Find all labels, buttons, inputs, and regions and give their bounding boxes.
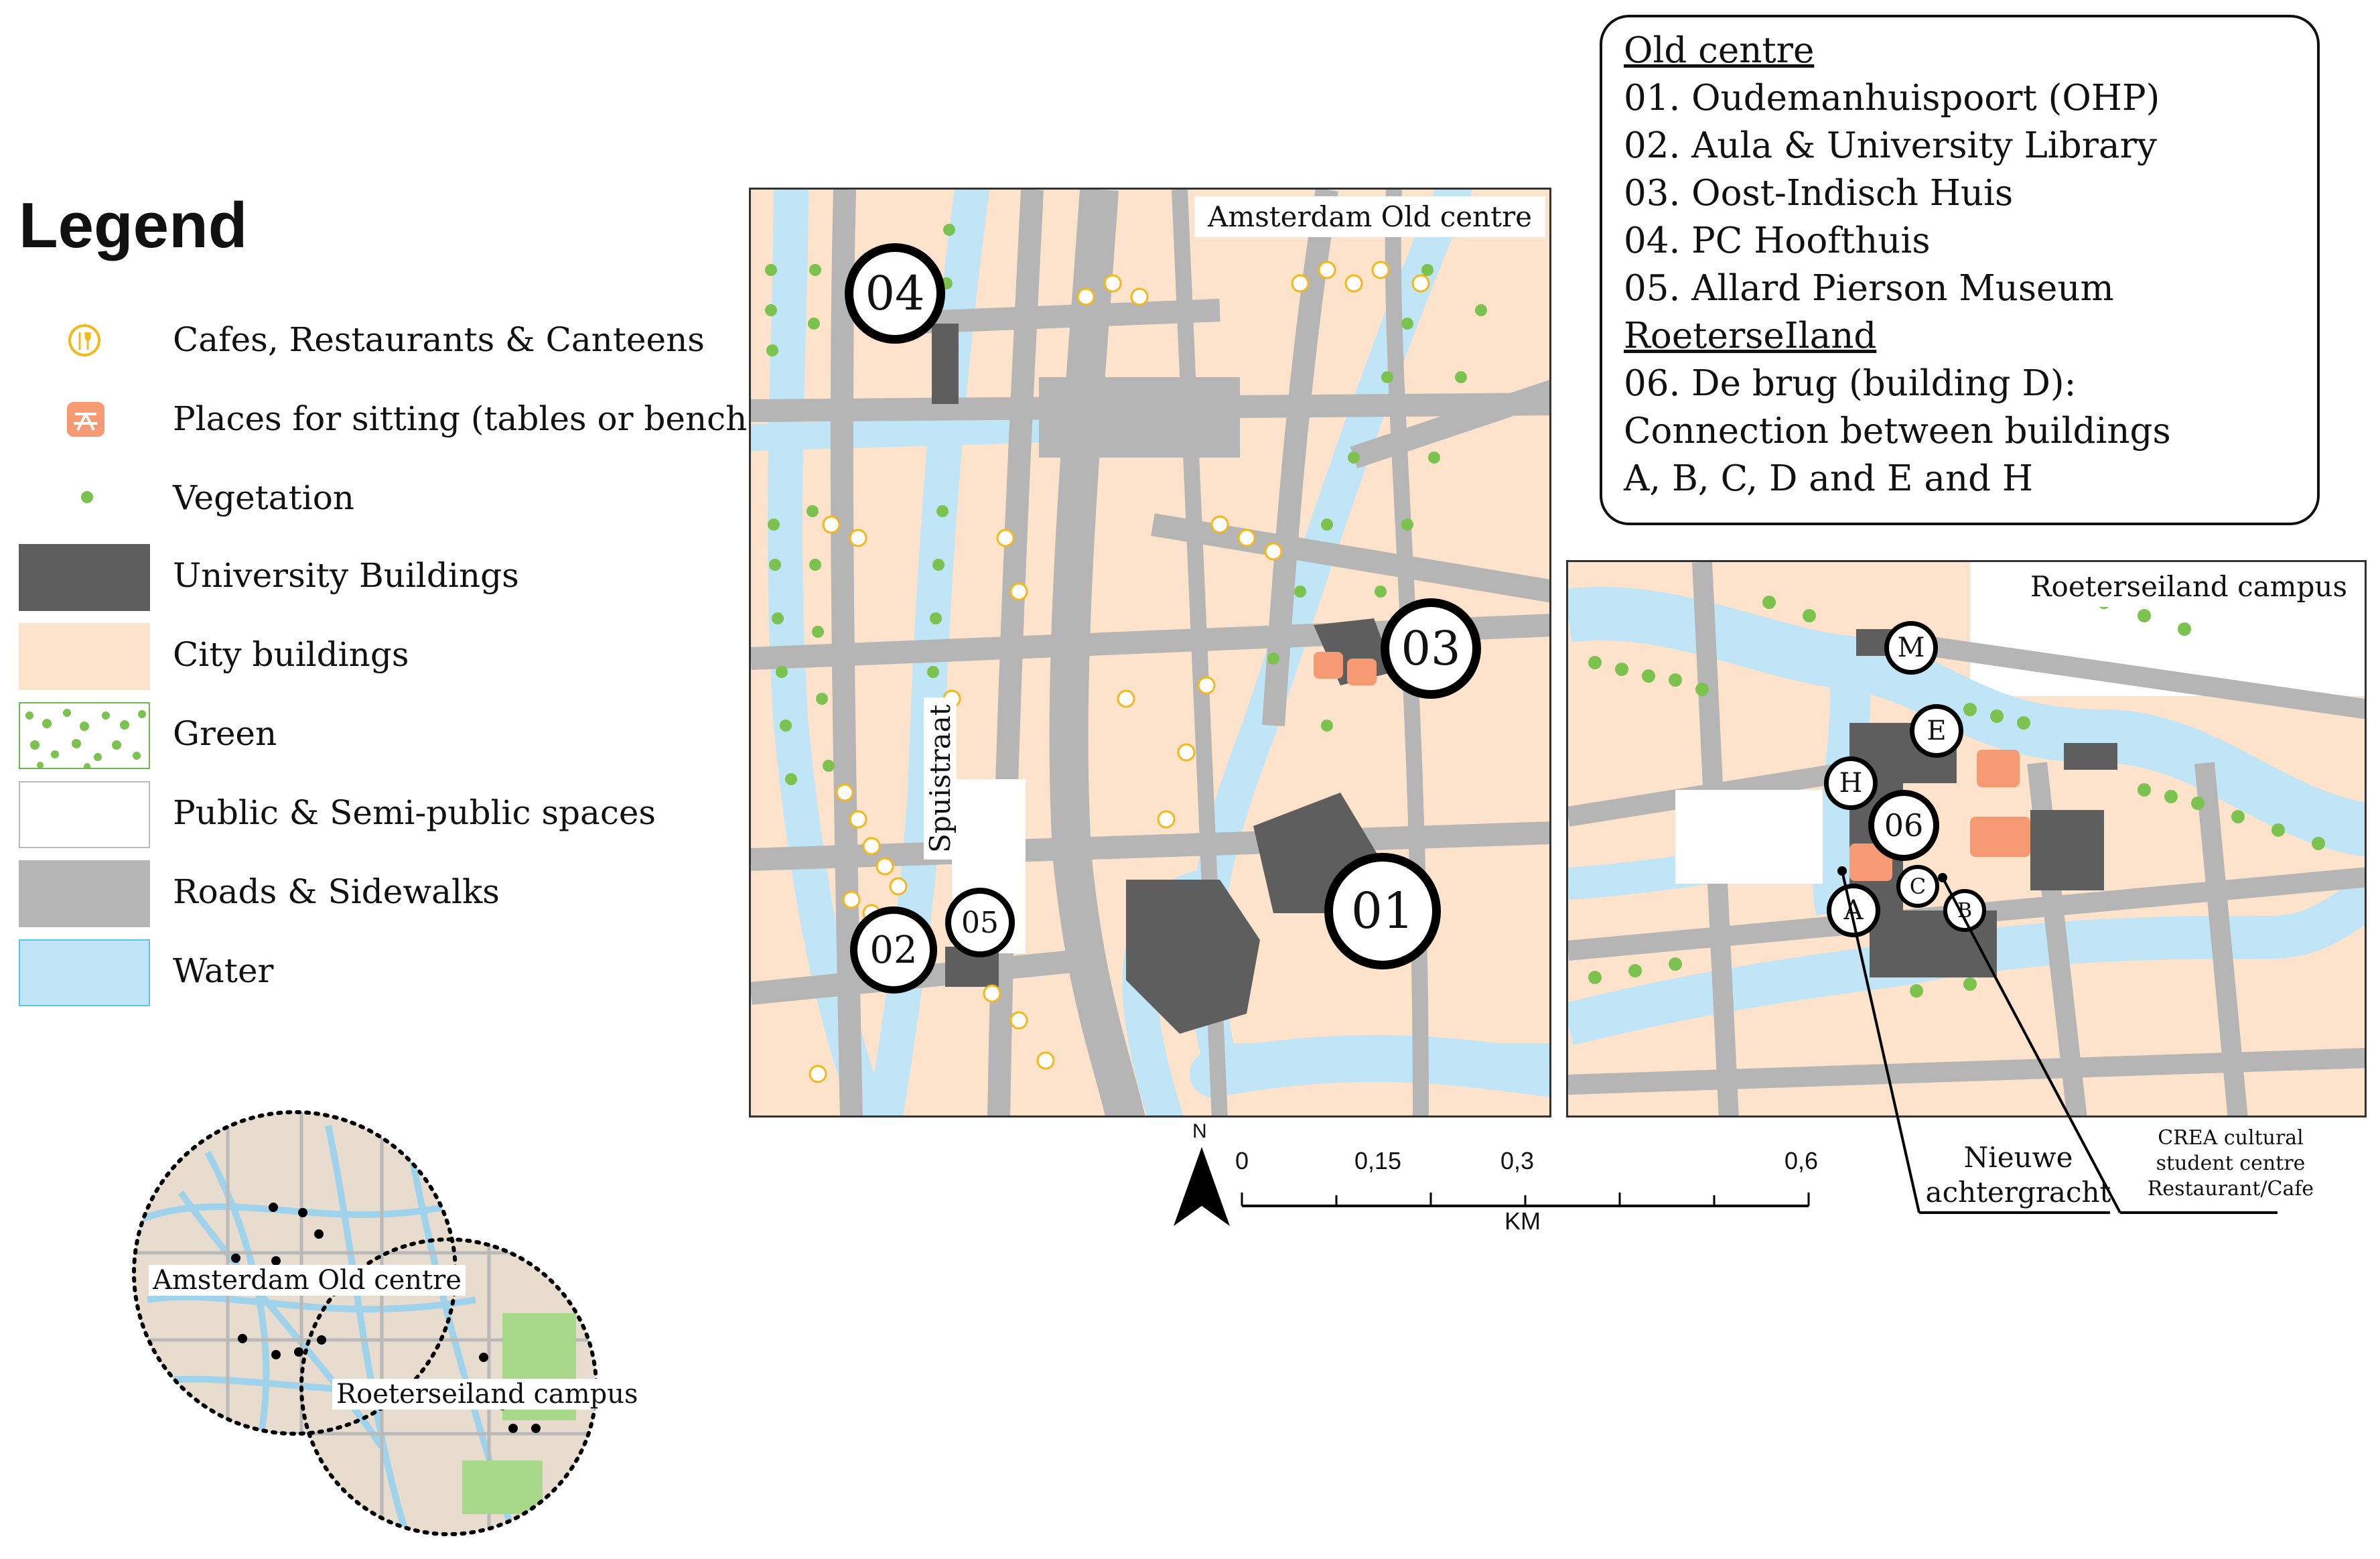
- water-swatch: [19, 939, 150, 1006]
- green-swatch: [19, 702, 150, 769]
- legend-item-city: City buildings: [19, 623, 756, 697]
- legend-label: Cafes, Restaurants & Canteens: [173, 320, 705, 359]
- callout-line: Nieuwe: [1963, 1141, 2073, 1174]
- overview-label-old-centre: Amsterdam Old centre: [149, 1265, 466, 1296]
- legend-label: Places for sitting (tables or benches): [173, 399, 798, 438]
- marker-m[interactable]: M: [1884, 621, 1938, 675]
- scale-tick-0: 0: [1235, 1147, 1249, 1174]
- north-label: N: [1192, 1120, 1207, 1142]
- legend-label: University Buildings: [173, 556, 519, 595]
- info-line: 04. PC Hoofthuis: [1624, 220, 1931, 261]
- picnic-table-icon: [67, 402, 104, 437]
- legend-label: Water: [173, 951, 274, 990]
- info-line: Connection between buildings: [1624, 411, 2171, 452]
- legend-item-green: Green: [19, 702, 756, 776]
- info-line: 05. Allard Pierson Museum: [1624, 268, 2114, 309]
- marker-c[interactable]: C: [1896, 865, 1939, 908]
- legend-item-vegetation: Vegetation: [19, 466, 756, 540]
- callout-line: achtergracht: [1925, 1176, 2111, 1209]
- info-line: 01. Oudemanhuispoort (OHP): [1624, 78, 2160, 119]
- scale-tick-06: 0,6: [1784, 1147, 1819, 1174]
- callout-nieuwe-achtergracht: Nieuwe achtergracht: [1921, 1140, 2115, 1210]
- legend-label: Green: [173, 714, 277, 753]
- legend-item-public: Public & Semi-public spaces: [19, 781, 756, 855]
- north-arrow-icon: [1174, 1147, 1230, 1226]
- city-swatch: [19, 623, 150, 690]
- public-swatch: [19, 781, 150, 848]
- scale-tick-03: 0,3: [1500, 1147, 1535, 1174]
- overview-label-campus: Roeterseiland campus: [332, 1379, 642, 1410]
- marker-05[interactable]: 05: [945, 888, 1015, 957]
- info-heading-old-centre: Old centre: [1624, 30, 1815, 71]
- callout-crea: CREA cultural student centre Restaurant/…: [2123, 1126, 2338, 1202]
- legend-item-water: Water: [19, 939, 756, 1013]
- callout-line: Restaurant/Cafe: [2147, 1177, 2314, 1201]
- legend-label: Vegetation: [173, 478, 354, 517]
- legend-item-university: University Buildings: [19, 544, 756, 618]
- legend-item-cafes: Cafes, Restaurants & Canteens: [19, 308, 756, 382]
- info-line: 02. Aula & University Library: [1624, 125, 2157, 166]
- info-line: A, B, C, D and E and H: [1624, 458, 2034, 499]
- campus-map[interactable]: Roeterseiland campus M E H 06 C A B: [1566, 560, 2367, 1117]
- university-swatch: [19, 544, 150, 611]
- street-label-spuistraat: Spuistraat: [924, 697, 957, 860]
- marker-h[interactable]: H: [1824, 756, 1878, 810]
- marker-a[interactable]: A: [1827, 884, 1880, 937]
- info-heading-roeterseiland: RoeterseIland: [1624, 316, 1877, 356]
- map-title: Roeterseiland campus: [2016, 566, 2361, 607]
- scale-tick-015: 0,15: [1354, 1147, 1402, 1174]
- marker-06[interactable]: 06: [1868, 790, 1939, 861]
- marker-03[interactable]: 03: [1381, 598, 1481, 699]
- scale-bar: [1241, 1193, 1810, 1207]
- callout-line: CREA cultural: [2158, 1126, 2304, 1150]
- marker-02[interactable]: 02: [850, 906, 937, 994]
- roads-swatch: [19, 860, 150, 927]
- callout-leaders: [1837, 866, 2278, 1214]
- info-box: Old centre 01. Oudemanhuispoort (OHP) 02…: [1600, 15, 2320, 525]
- marker-b[interactable]: B: [1943, 889, 1986, 932]
- marker-01[interactable]: 01: [1324, 853, 1441, 969]
- scale-unit: KM: [1504, 1207, 1541, 1235]
- legend-item-roads: Roads & Sidewalks: [19, 860, 756, 934]
- overview-map: [132, 1110, 598, 1536]
- map-title: Amsterdam Old centre: [1194, 196, 1545, 237]
- info-line: 06. De brug (building D):: [1624, 363, 2077, 404]
- cafe-icon: [68, 324, 100, 356]
- legend-item-sitting: Places for sitting (tables or benches): [19, 387, 797, 461]
- vegetation-icon: [81, 491, 93, 503]
- callout-line: student centre: [2156, 1152, 2306, 1175]
- marker-e[interactable]: E: [1910, 704, 1963, 758]
- legend-label: City buildings: [173, 635, 409, 674]
- info-line: 03. Oost-Indisch Huis: [1624, 173, 2014, 214]
- legend-title: Legend: [19, 190, 248, 261]
- marker-04[interactable]: 04: [845, 243, 945, 344]
- legend-label: Public & Semi-public spaces: [173, 793, 656, 832]
- legend-label: Roads & Sidewalks: [173, 872, 500, 911]
- old-centre-map[interactable]: Amsterdam Old centre Spuistraat 04 03 01…: [749, 188, 1551, 1117]
